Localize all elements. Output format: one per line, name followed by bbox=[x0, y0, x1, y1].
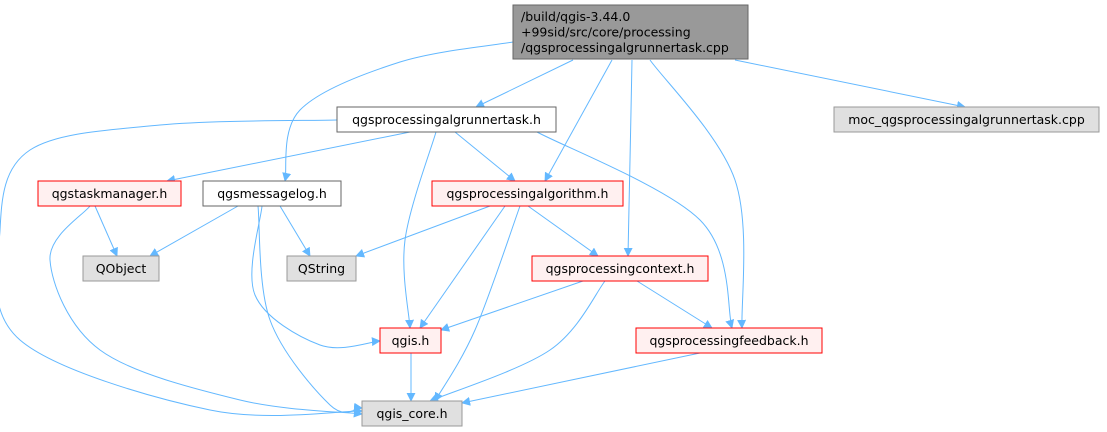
node-box bbox=[361, 400, 463, 427]
edge-taskmanager-to-qobject bbox=[94, 205, 118, 257]
node-label: qgis.h bbox=[392, 333, 430, 348]
edge-messagelog-to-qstring bbox=[279, 205, 311, 257]
edge-taskmanager-to-qgis_core bbox=[49, 205, 363, 418]
node-box bbox=[37, 180, 182, 207]
edge-algrunnertask_h-to-feedback bbox=[536, 131, 735, 329]
node-label: qgstaskmanager.h bbox=[52, 186, 168, 201]
edge-root-to-moc bbox=[734, 59, 966, 110]
node-label: moc_qgsprocessingalgrunnertask.cpp bbox=[848, 112, 1085, 127]
edge-root-to-algorithm bbox=[544, 59, 613, 182]
node-box bbox=[431, 180, 624, 207]
node-label: qgsmessagelog.h bbox=[217, 186, 327, 201]
node-box bbox=[82, 255, 160, 282]
edges-layer bbox=[0, 41, 966, 418]
edge-root-to-messagelog bbox=[282, 41, 514, 182]
node-qgis[interactable]: qgis.h bbox=[379, 327, 442, 354]
edge-algorithm-to-context bbox=[527, 205, 599, 257]
edge-root-to-feedback bbox=[649, 59, 747, 329]
node-box bbox=[286, 255, 357, 282]
node-algorithm[interactable]: qgsprocessingalgorithm.h bbox=[431, 180, 624, 207]
node-label: qgsprocessingcontext.h bbox=[546, 261, 695, 276]
node-label: /qgsprocessingalgrunnertask.cpp bbox=[521, 40, 729, 55]
node-qgis_core[interactable]: qgis_core.h bbox=[361, 400, 463, 427]
edge-context-to-feedback bbox=[636, 280, 713, 329]
edge-root-to-algrunnertask_h bbox=[475, 59, 574, 108]
node-box bbox=[833, 106, 1100, 133]
node-label: +99sid/src/core/processing bbox=[521, 25, 691, 40]
node-label: qgsprocessingalgorithm.h bbox=[447, 186, 609, 201]
edge-algorithm-to-qgis_core bbox=[434, 205, 521, 402]
edge-algrunnertask_h-to-qgis_core bbox=[0, 119, 363, 416]
node-label: qgsprocessingalgrunnertask.h bbox=[352, 112, 541, 127]
node-box bbox=[202, 180, 342, 207]
node-qobject[interactable]: QObject bbox=[82, 255, 160, 282]
edge-messagelog-to-qobject bbox=[149, 205, 239, 257]
node-moc[interactable]: moc_qgsprocessingalgrunnertask.cpp bbox=[833, 106, 1100, 133]
edge-algrunnertask_h-to-taskmanager bbox=[166, 131, 411, 184]
node-label: /build/qgis-3.44.0 bbox=[521, 9, 630, 24]
node-box bbox=[531, 255, 709, 282]
node-messagelog[interactable]: qgsmessagelog.h bbox=[202, 180, 342, 207]
node-label: QString bbox=[298, 261, 345, 276]
node-box bbox=[512, 4, 749, 60]
edge-algrunnertask_h-to-algorithm bbox=[454, 131, 516, 182]
node-label: qgsprocessingfeedback.h bbox=[649, 333, 808, 348]
node-qstring[interactable]: QString bbox=[286, 255, 357, 282]
edge-messagelog-to-qgis_core bbox=[257, 205, 363, 413]
edge-algorithm-to-qstring bbox=[355, 205, 491, 258]
node-context[interactable]: qgsprocessingcontext.h bbox=[531, 255, 709, 282]
edge-feedback-to-qgis_core bbox=[461, 352, 701, 406]
edge-root-to-context bbox=[623, 59, 633, 257]
node-label: qgis_core.h bbox=[376, 406, 447, 421]
node-box bbox=[635, 327, 823, 354]
node-box bbox=[336, 106, 557, 133]
edge-context-to-qgis bbox=[440, 280, 584, 332]
node-box bbox=[379, 327, 442, 354]
node-algrunnertask_h[interactable]: qgsprocessingalgrunnertask.h bbox=[336, 106, 557, 133]
edge-algorithm-to-qgis bbox=[419, 205, 506, 329]
edge-algrunnertask_h-to-qgis bbox=[403, 131, 437, 329]
node-taskmanager[interactable]: qgstaskmanager.h bbox=[37, 180, 182, 207]
node-feedback[interactable]: qgsprocessingfeedback.h bbox=[635, 327, 823, 354]
edge-messagelog-to-qgis bbox=[251, 205, 381, 349]
edge-context-to-qgis_core bbox=[429, 280, 606, 402]
node-root[interactable]: /build/qgis-3.44.0+99sid/src/core/proces… bbox=[512, 4, 749, 60]
node-label: QObject bbox=[96, 261, 147, 276]
nodes-layer: /build/qgis-3.44.0+99sid/src/core/proces… bbox=[37, 4, 1100, 427]
